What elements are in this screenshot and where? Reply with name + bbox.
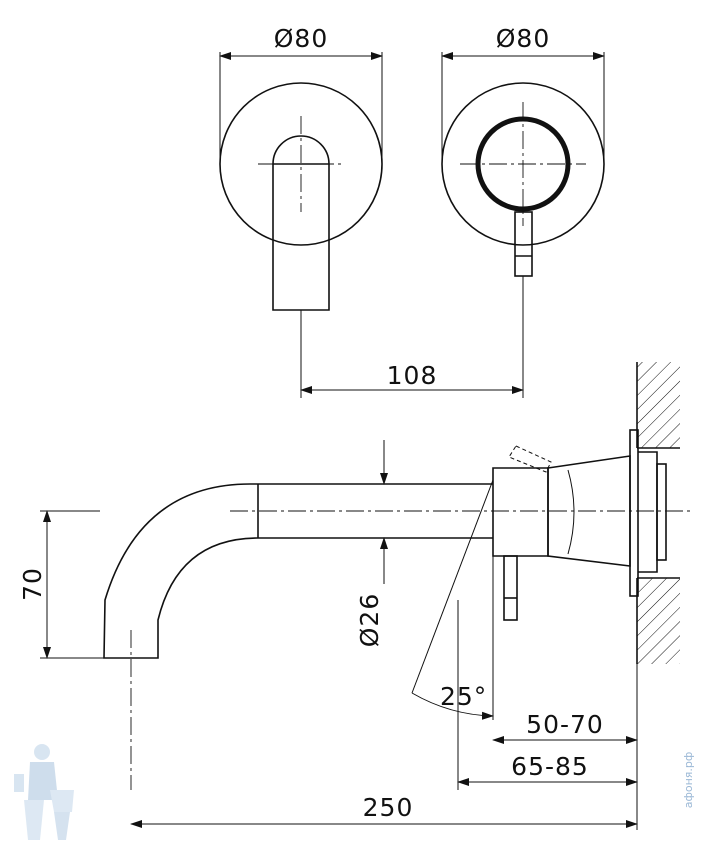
watermark-site: афоня.рф	[682, 752, 695, 809]
lever-side	[503, 555, 518, 621]
left-handle-outline	[272, 135, 330, 311]
wall-flange	[629, 429, 639, 597]
total-length-label: 250	[363, 793, 414, 822]
pipe-diameter-label: Ø26	[355, 593, 384, 648]
left-rosette-circle	[219, 82, 383, 246]
wall-range-outer-label: 65-85	[511, 752, 589, 781]
wall-hatch-bottom	[637, 578, 680, 664]
side-view: 25° 70 Ø26 50-70 65-85 250	[18, 362, 690, 830]
plumber-logo-icon	[14, 744, 74, 840]
right-rosette-circle	[441, 82, 605, 246]
handle-spacing-dim: 108	[300, 276, 524, 398]
mixer-body	[492, 467, 549, 557]
front-view-right: Ø80	[441, 24, 605, 277]
lever-angle-label: 25°	[440, 682, 487, 711]
front-view-left: Ø80	[219, 24, 383, 311]
left-diameter-label: Ø80	[274, 24, 329, 53]
spout	[103, 483, 493, 659]
watermark: афоня.рф	[14, 744, 695, 840]
height-label: 70	[18, 567, 47, 601]
wall-range-inner-label: 50-70	[526, 710, 604, 739]
lever-rotated-dashed	[508, 445, 552, 473]
wall-hatch-top	[637, 362, 680, 448]
handle-spacing-label: 108	[387, 361, 438, 390]
right-diameter-label: Ø80	[496, 24, 551, 53]
